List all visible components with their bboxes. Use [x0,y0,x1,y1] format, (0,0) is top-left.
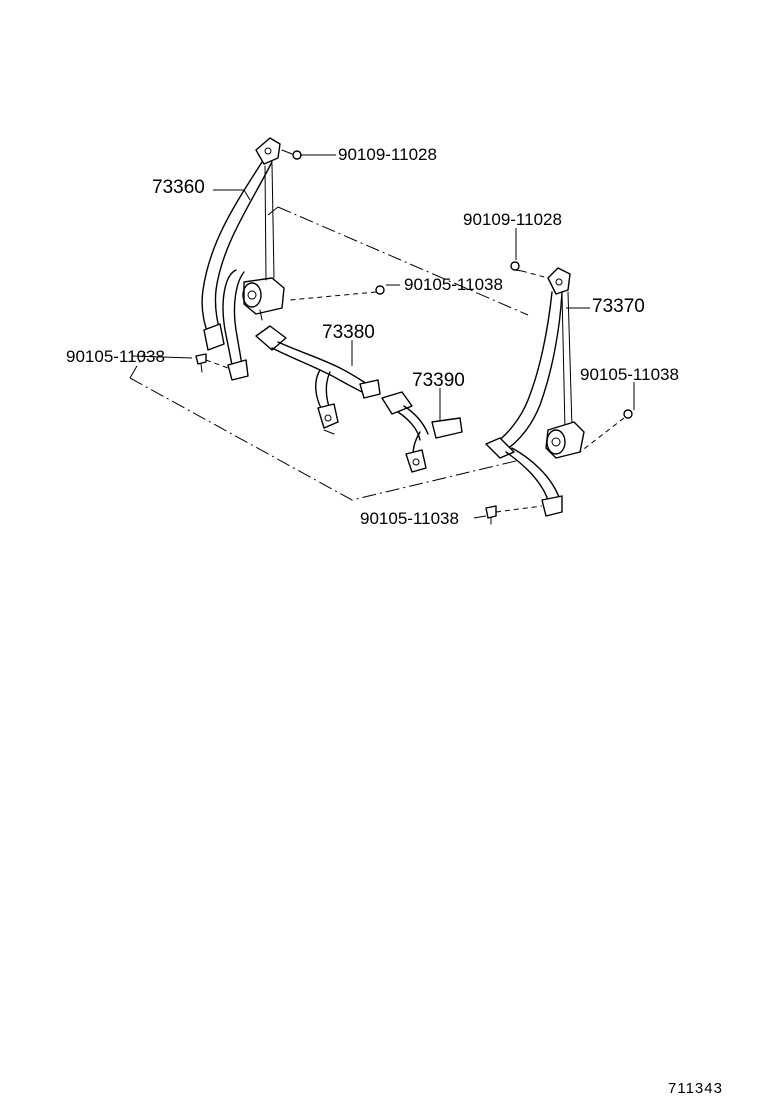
bolt-icon-bottom[interactable] [485,505,543,525]
label-left-bolt: 90105-11038 [66,347,165,366]
label-belt-right: 73370 [592,296,645,317]
label-center-belt-73380: 73380 [322,322,375,343]
left-belt-assembly[interactable] [201,137,285,381]
right-belt-assembly[interactable] [485,267,585,517]
bolt-icon-top-right[interactable] [510,261,549,279]
label-top-right-bolt: 90109-11028 [463,210,562,229]
bolt-icon-mid[interactable] [289,285,385,301]
label-right-bolt: 90105-11038 [580,365,679,384]
label-mid-bolt: 90105-11038 [404,275,503,294]
seat-outline [129,206,529,501]
label-belt-left: 73360 [152,177,205,198]
figure-number: 711343 [668,1080,723,1097]
bolt-icon-left[interactable] [195,353,229,373]
label-top-left-bolt: 90109-11028 [338,145,437,164]
center-buckle-73390[interactable] [381,391,463,473]
center-belt-73380[interactable] [255,325,381,435]
bolt-icon-top-left[interactable] [281,149,302,160]
label-center-buckle-73390: 73390 [412,370,465,391]
bolt-icon-right[interactable] [579,409,633,453]
label-bottom-bolt: 90105-11038 [360,509,459,528]
leader-lines [131,154,635,519]
